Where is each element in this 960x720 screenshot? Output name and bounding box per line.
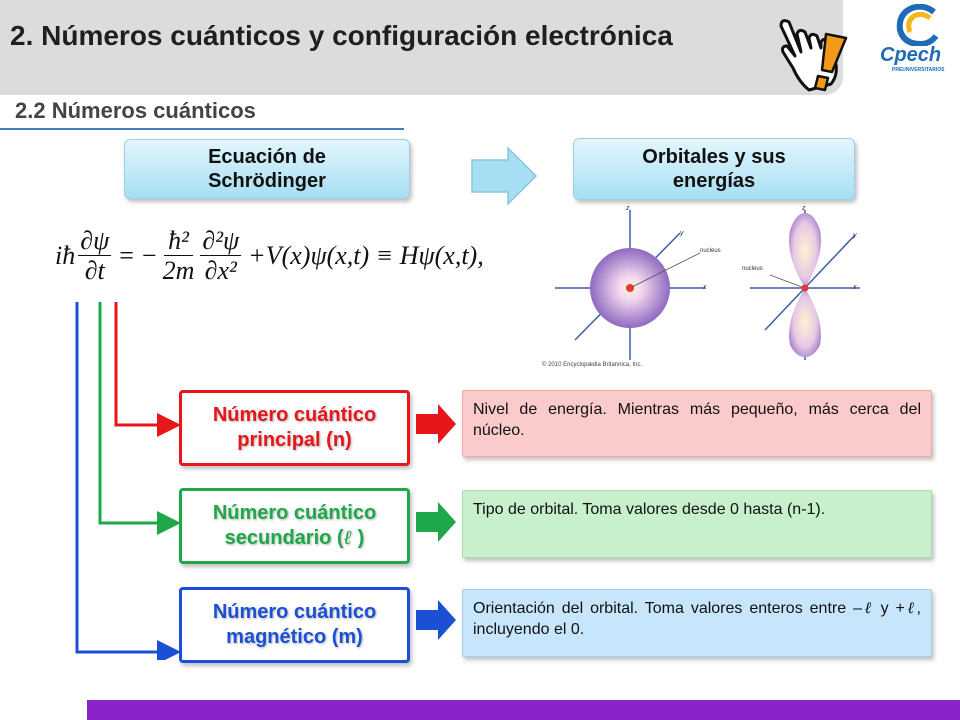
eq-frac1-den: ∂t [84, 255, 105, 285]
page-title: 2. Números cuánticos y configuración ele… [10, 20, 673, 51]
orbitals-box: Orbitales y sus energías [573, 138, 855, 200]
magnetic-desc-b: y + [873, 600, 905, 617]
subtitle-underline [0, 128, 404, 130]
logo-mark-icon [896, 4, 939, 46]
title-bar [0, 0, 843, 95]
logo-subtext: PREUNIVERSITARIOS [892, 67, 945, 73]
secondary-line1: Número cuántico [212, 502, 377, 524]
section-subtitle: 2.2 Números cuánticos [15, 98, 256, 123]
eq-frac2-den: 2m [162, 255, 195, 285]
principal-arrow-icon [416, 404, 456, 444]
principal-number-box: Número cuántico principal (n) [179, 390, 410, 466]
eq-equals: = [119, 241, 134, 270]
eq-frac3-den: ∂x² [204, 255, 237, 285]
ell-symbol: ℓ [343, 527, 353, 549]
principal-line2: principal (n) [237, 429, 352, 451]
eq-minus: − [141, 241, 157, 270]
magnetic-line1: Número cuántico [212, 601, 377, 623]
ell-symbol-plus: ℓ [904, 600, 917, 617]
magnetic-arrow-icon [416, 600, 456, 640]
p-nucleus-label: nucleus [742, 266, 763, 272]
connector-principal [114, 302, 181, 437]
secondary-line2-b: ) [352, 527, 365, 549]
eq-potential: +V(x)ψ(x,t) ≡ Hψ(x,t), [248, 241, 484, 270]
principal-description: Nivel de energía. Mientras más pequeño, … [462, 390, 932, 457]
p-axis-x-label: x [853, 284, 857, 291]
p-axis-y-label: y [853, 232, 857, 239]
figure-copyright: © 2010 Encyclopædia Britannica, Inc. [542, 362, 643, 368]
connector-magnetic [75, 302, 181, 660]
eq-frac2: ħ² 2m [162, 226, 195, 286]
ell-symbol-minus: ℓ [861, 600, 874, 617]
secondary-arrow-icon [416, 502, 456, 542]
schrodinger-box: Ecuación de Schrödinger [124, 139, 410, 199]
connector-secondary [98, 302, 181, 535]
principal-line1: Número cuántico [212, 404, 377, 426]
magnetic-line2: magnético (m) [226, 626, 363, 648]
footer-bar [87, 700, 960, 720]
logo-text: Cpech [880, 44, 942, 66]
magnetic-number-box: Número cuántico magnético (m) [179, 587, 410, 663]
s-nucleus-label: nucleus [700, 248, 721, 254]
s-axis-z-label: z [626, 205, 630, 212]
eq-frac1: ∂ψ ∂t [78, 225, 112, 286]
secondary-line2: secundario (ℓ ) [225, 526, 365, 551]
s-axis-x-label: x [703, 284, 707, 291]
eq-frac2-num: ħ² [164, 226, 193, 256]
cpech-logo: Cpech PREUNIVERSITARIOS [870, 4, 960, 74]
magnetic-desc-c: , incluyendo el 0. [473, 600, 921, 638]
eq-frac3: ∂²ψ ∂x² [200, 225, 242, 286]
s-axis-y-label: y [680, 230, 684, 237]
schrodinger-equation: iħ ∂ψ ∂t = − ħ² 2m ∂²ψ ∂x² +V(x)ψ(x,t) ≡… [55, 224, 484, 288]
eq-frac3-num: ∂²ψ [200, 225, 242, 256]
p-axis-z-label: z [802, 205, 806, 212]
eq-frac1-num: ∂ψ [78, 225, 112, 256]
magnetic-desc-a: Orientación del orbital. Toma valores en… [473, 600, 862, 617]
pointing-hand-icon [779, 19, 838, 92]
secondary-description: Tipo de orbital. Toma valores desde 0 ha… [462, 490, 932, 558]
magnetic-description: Orientación del orbital. Toma valores en… [462, 589, 932, 657]
secondary-number-box: Número cuántico secundario (ℓ ) [179, 488, 410, 564]
secondary-line2-a: secundario ( [224, 527, 344, 549]
exclamation-icon [813, 32, 848, 92]
eq-prefix: iħ [55, 241, 76, 270]
flow-arrow-icon [471, 146, 538, 206]
connector-lines [75, 302, 181, 660]
orbital-illustration [555, 210, 860, 360]
